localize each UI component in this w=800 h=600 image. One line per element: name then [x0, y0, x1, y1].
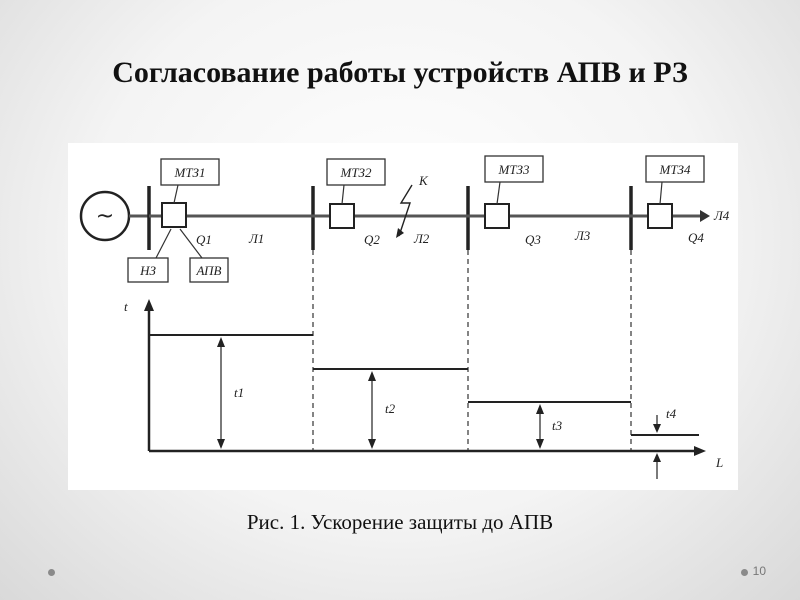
l-axis-label: L: [715, 455, 723, 470]
mtz3-link: [496, 181, 501, 205]
mtz1-box: [160, 158, 220, 186]
mtz2-link: [341, 184, 345, 205]
t1-label: t1: [234, 385, 244, 400]
mtz4-link: [659, 181, 663, 205]
mtz2-box: [326, 158, 386, 186]
line-arrow-head: [700, 210, 710, 222]
t-axis-arrow: [144, 299, 154, 311]
t3-arrow-top: [536, 404, 544, 414]
t3-label: t3: [552, 418, 563, 433]
t4-arrow-bottom: [653, 453, 661, 462]
fault-label: К: [418, 173, 429, 188]
mtz3-box: [484, 155, 544, 183]
t-axis-label: t: [124, 299, 128, 314]
mtz2-label: МТЗ2: [340, 165, 372, 180]
mtz1-label: МТЗ1: [174, 165, 206, 180]
slide-footer: 10: [0, 562, 800, 582]
figure-caption: Рис. 1. Ускорение защиты до АПВ: [246, 510, 554, 534]
mtz1-link: [173, 184, 179, 204]
t1-arrow-top: [217, 337, 225, 347]
t4-arrow-top: [653, 424, 661, 433]
apv-label: АПВ: [196, 263, 222, 278]
t2-arrow-top: [368, 371, 376, 381]
generator-symbol: ~: [96, 204, 114, 229]
mtz4-label: МТЗ4: [659, 162, 691, 177]
t3-arrow-bottom: [536, 439, 544, 449]
nav-dot-left-icon[interactable]: [48, 569, 55, 576]
line-l4-label: Л4: [713, 208, 730, 223]
t2-arrow-bottom: [368, 439, 376, 449]
q3-label: Q3: [525, 232, 541, 247]
l-axis-arrow: [694, 446, 706, 456]
nz-box: [127, 257, 169, 283]
apv-box: [189, 257, 229, 283]
breaker-q4: [647, 203, 673, 229]
breaker-q1: [161, 202, 187, 228]
diagram-svg: ~ МТЗ1 МТЗ2 МТЗ3 МТЗ4 НЗ АП: [79, 155, 730, 479]
line-l3-label: Л3: [574, 228, 591, 243]
nav-dot-right-icon[interactable]: [741, 569, 748, 576]
slide-title: Согласование работы устройств АПВ и РЗ: [112, 56, 688, 89]
apv-link: [179, 228, 203, 259]
nz-label: НЗ: [139, 263, 156, 278]
relay-protection-diagram: ~ МТЗ1 МТЗ2 МТЗ3 МТЗ4 НЗ АП: [68, 143, 738, 490]
nz-link: [155, 228, 172, 259]
page-number: 10: [752, 564, 766, 578]
fault-arrow-tip: [396, 228, 404, 238]
t4-label: t4: [666, 406, 677, 421]
t1-arrow-bottom: [217, 439, 225, 449]
q2-label: Q2: [364, 232, 380, 247]
line-l1-label: Л1: [248, 231, 264, 246]
mtz4-box: [645, 155, 705, 183]
q1-label: Q1: [196, 232, 212, 247]
mtz3-label: МТЗ3: [498, 162, 530, 177]
fault-lightning-icon: [398, 184, 413, 237]
breaker-q3: [484, 203, 510, 229]
q4-label: Q4: [688, 230, 704, 245]
generator: ~: [79, 190, 131, 242]
breaker-q2: [329, 203, 355, 229]
line-l2-label: Л2: [413, 231, 430, 246]
t2-label: t2: [385, 401, 396, 416]
